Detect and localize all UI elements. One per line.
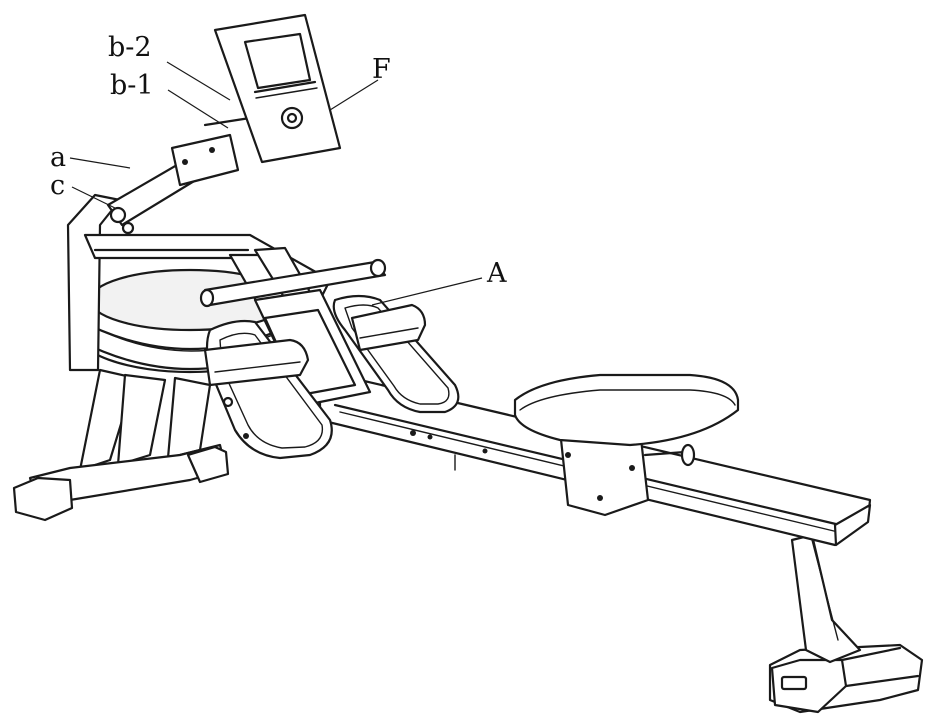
monitor-arm — [106, 116, 252, 235]
handle-bar — [199, 258, 387, 308]
label-mark-a: A — [486, 258, 507, 289]
label-a: a — [50, 142, 66, 173]
seat — [513, 373, 740, 517]
left-footrest — [203, 319, 333, 460]
label-b2: b-2 — [108, 32, 152, 63]
front-stabilizer — [12, 368, 230, 522]
label-f: F — [372, 54, 391, 85]
leader-lines — [69, 61, 483, 306]
label-c: c — [50, 170, 65, 201]
right-footrest — [332, 294, 460, 414]
label-b1: b-1 — [110, 70, 154, 101]
monitor — [213, 13, 342, 164]
rear-stabilizer — [768, 533, 924, 714]
